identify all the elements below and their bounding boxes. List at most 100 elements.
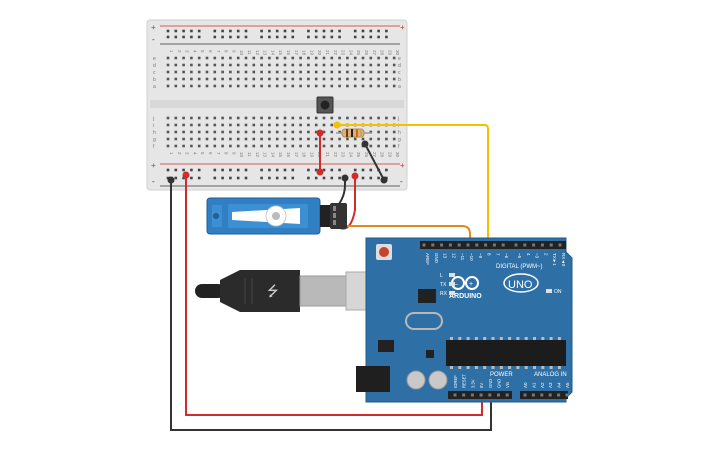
breadboard-hole[interactable] — [190, 84, 193, 88]
rail-hole[interactable] — [275, 35, 279, 39]
breadboard-hole[interactable] — [307, 144, 310, 148]
breadboard-hole[interactable] — [174, 137, 178, 141]
breadboard-hole[interactable] — [307, 63, 310, 67]
breadboard-hole[interactable] — [197, 130, 201, 134]
breadboard-hole[interactable] — [190, 63, 193, 67]
rail-hole[interactable] — [353, 35, 357, 39]
rail-hole[interactable] — [322, 168, 326, 172]
header-pin[interactable] — [558, 243, 562, 247]
breadboard-hole[interactable] — [314, 116, 318, 120]
breadboard-hole[interactable] — [268, 63, 271, 67]
breadboard-hole[interactable] — [392, 137, 396, 141]
breadboard-hole[interactable] — [322, 116, 326, 120]
breadboard-hole[interactable] — [361, 137, 365, 141]
breadboard-hole[interactable] — [385, 130, 388, 134]
rail-hole[interactable] — [291, 168, 295, 172]
breadboard-hole[interactable] — [197, 144, 201, 148]
rail-hole[interactable] — [174, 176, 178, 180]
breadboard-hole[interactable] — [260, 144, 263, 148]
breadboard-hole[interactable] — [385, 70, 388, 74]
breadboard-hole[interactable] — [392, 144, 396, 148]
breadboard-hole[interactable] — [205, 130, 209, 134]
breadboard-hole[interactable] — [182, 77, 185, 81]
breadboard-hole[interactable] — [268, 84, 271, 88]
rail-hole[interactable] — [322, 176, 326, 180]
rail-hole[interactable] — [268, 35, 271, 39]
breadboard-hole[interactable] — [205, 56, 209, 60]
breadboard-hole[interactable] — [275, 123, 279, 127]
rail-hole[interactable] — [268, 176, 271, 180]
breadboard-hole[interactable] — [275, 70, 279, 74]
breadboard-hole[interactable] — [197, 77, 201, 81]
breadboard-hole[interactable] — [361, 84, 365, 88]
rail-hole[interactable] — [377, 35, 380, 39]
rail-hole[interactable] — [338, 168, 341, 172]
breadboard-hole[interactable] — [299, 116, 302, 120]
breadboard-hole[interactable] — [377, 77, 380, 81]
breadboard-hole[interactable] — [283, 56, 287, 60]
header-pin[interactable] — [484, 243, 488, 247]
breadboard-hole[interactable] — [221, 116, 224, 120]
wire-5v-red[interactable] — [185, 175, 483, 416]
breadboard-hole[interactable] — [369, 144, 373, 148]
breadboard-hole[interactable] — [268, 123, 271, 127]
breadboard-hole[interactable] — [221, 137, 224, 141]
rail-hole[interactable] — [385, 35, 388, 39]
breadboard-hole[interactable] — [260, 84, 263, 88]
breadboard-hole[interactable] — [190, 77, 193, 81]
rail-hole[interactable] — [275, 176, 279, 180]
header-pin[interactable] — [514, 243, 518, 247]
rail-hole[interactable] — [322, 35, 326, 39]
rail-hole[interactable] — [182, 176, 185, 180]
breadboard-hole[interactable] — [369, 137, 373, 141]
wire-servo-signal-orange[interactable] — [343, 225, 471, 245]
rail-hole[interactable] — [377, 176, 380, 180]
rail-hole[interactable] — [314, 176, 318, 180]
breadboard-hole[interactable] — [338, 56, 341, 60]
breadboard-hole[interactable] — [244, 77, 248, 81]
breadboard-hole[interactable] — [283, 123, 287, 127]
breadboard-hole[interactable] — [338, 77, 341, 81]
breadboard-hole[interactable] — [174, 63, 178, 67]
header-pin[interactable] — [523, 393, 527, 397]
breadboard-hole[interactable] — [213, 144, 217, 148]
rail-hole[interactable] — [377, 29, 380, 33]
breadboard-hole[interactable] — [236, 116, 240, 120]
header-pin[interactable] — [448, 243, 452, 247]
breadboard-hole[interactable] — [244, 144, 248, 148]
breadboard-hole[interactable] — [182, 123, 185, 127]
breadboard-hole[interactable] — [260, 56, 263, 60]
rail-hole[interactable] — [361, 29, 365, 33]
breadboard-hole[interactable] — [205, 137, 209, 141]
breadboard-hole[interactable] — [291, 63, 295, 67]
breadboard-hole[interactable] — [322, 137, 326, 141]
breadboard-hole[interactable] — [182, 70, 185, 74]
header-pin[interactable] — [422, 243, 426, 247]
rail-hole[interactable] — [283, 29, 287, 33]
rail-hole[interactable] — [182, 168, 185, 172]
breadboard-hole[interactable] — [213, 137, 217, 141]
breadboard-hole[interactable] — [221, 77, 224, 81]
resistor[interactable] — [336, 128, 372, 138]
rail-hole[interactable] — [190, 168, 193, 172]
breadboard-hole[interactable] — [244, 63, 248, 67]
header-pin[interactable] — [540, 243, 544, 247]
breadboard-hole[interactable] — [190, 123, 193, 127]
rail-hole[interactable] — [182, 35, 185, 39]
header-pin[interactable] — [532, 243, 536, 247]
breadboard-hole[interactable] — [291, 144, 295, 148]
breadboard-hole[interactable] — [338, 63, 341, 67]
breadboard-hole[interactable] — [353, 56, 357, 60]
breadboard-hole[interactable] — [346, 70, 349, 74]
breadboard-hole[interactable] — [166, 137, 170, 141]
breadboard-hole[interactable] — [299, 137, 302, 141]
breadboard-hole[interactable] — [377, 84, 380, 88]
breadboard-hole[interactable] — [330, 123, 334, 127]
breadboard-hole[interactable] — [299, 77, 302, 81]
breadboard-hole[interactable] — [283, 116, 287, 120]
breadboard-hole[interactable] — [229, 123, 232, 127]
breadboard-hole[interactable] — [361, 63, 365, 67]
rail-hole[interactable] — [174, 168, 178, 172]
breadboard-hole[interactable] — [166, 144, 170, 148]
breadboard-hole[interactable] — [322, 63, 326, 67]
